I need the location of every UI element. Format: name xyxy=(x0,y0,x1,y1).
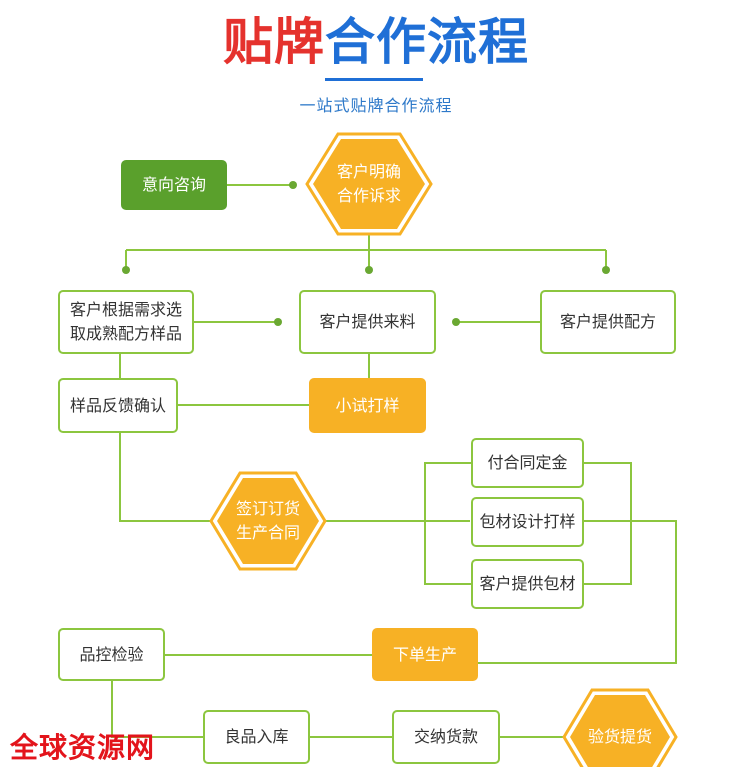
step-warehouse: 良品入库 xyxy=(203,710,310,764)
step-packaging-design: 包材设计打样 xyxy=(471,497,584,547)
choose-sample-line1: 客户根据需求选 xyxy=(69,300,182,319)
step-payment: 交纳货款 xyxy=(392,710,500,764)
title-blue-part: 合作流程 xyxy=(325,13,529,71)
choose-sample-line2: 取成熟配方样品 xyxy=(69,324,182,343)
step-pay-deposit: 付合同定金 xyxy=(471,438,584,488)
step-provide-material: 客户提供来料 xyxy=(299,290,436,354)
step-provide-formula: 客户提供配方 xyxy=(540,290,676,354)
step-provide-packaging: 客户提供包材 xyxy=(471,559,584,609)
step-clear-needs: 客户明确合作诉求 xyxy=(313,139,425,229)
step-intent-consult: 意向咨询 xyxy=(121,160,227,210)
step-trial-sample: 小试打样 xyxy=(309,378,426,433)
clear-needs-line2: 合作诉求 xyxy=(336,186,401,205)
step-place-order: 下单生产 xyxy=(372,628,478,681)
step-sign-contract: 签订订货生产合同 xyxy=(217,478,319,564)
title-red-part: 贴牌 xyxy=(223,13,325,71)
sign-contract-line2: 生产合同 xyxy=(235,523,300,542)
watermark: 全球资源网 xyxy=(10,731,156,764)
page-title: 贴牌合作流程 xyxy=(0,10,752,74)
title-underline xyxy=(325,78,423,81)
page-subtitle: 一站式贴牌合作流程 xyxy=(299,96,453,115)
clear-needs-line1: 客户明确 xyxy=(336,162,401,181)
step-inspect-ship: 验货提货 xyxy=(587,727,652,746)
step-choose-sample: 客户根据需求选取成熟配方样品 xyxy=(58,290,194,354)
step-quality-check: 品控检验 xyxy=(58,628,165,681)
sign-contract-line1: 签订订货 xyxy=(235,499,300,518)
step-sample-feedback: 样品反馈确认 xyxy=(58,378,178,433)
